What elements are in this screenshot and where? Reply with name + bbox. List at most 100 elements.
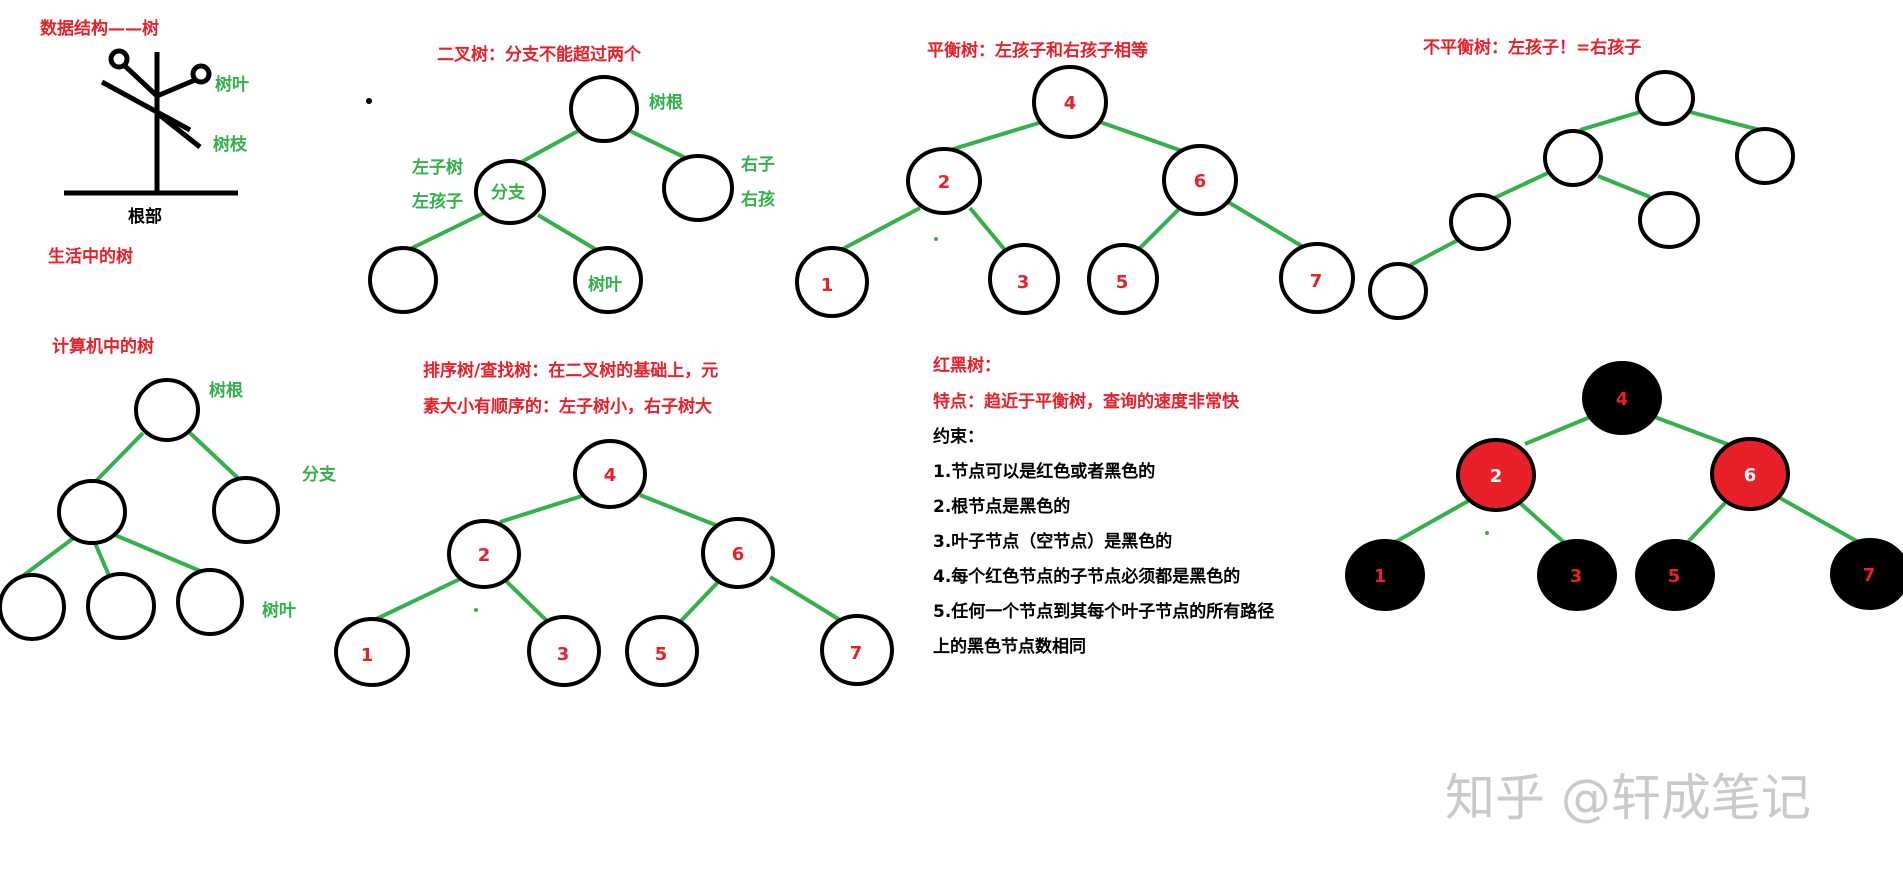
node-label: 5 bbox=[1116, 272, 1129, 293]
node-label: 4 bbox=[604, 465, 617, 486]
edge bbox=[93, 431, 145, 484]
unbalanced-tree-group: 不平衡树：左孩子！=右孩子 bbox=[1368, 37, 1795, 320]
edge bbox=[834, 206, 921, 255]
life-tree-title: 数据结构——树 bbox=[40, 18, 159, 39]
node-label: 2 bbox=[478, 545, 491, 566]
edge bbox=[1518, 501, 1570, 548]
edge bbox=[1579, 110, 1641, 132]
edge bbox=[536, 213, 602, 254]
edge bbox=[18, 535, 77, 580]
tree-node bbox=[57, 479, 127, 545]
tree-node bbox=[1638, 191, 1700, 249]
edge bbox=[114, 533, 206, 575]
edge bbox=[1651, 414, 1736, 449]
life-tree-leaf-label: 树叶 bbox=[215, 75, 249, 95]
red-black-text-group: 红黑树： 特点：趋近于平衡树，查询的速度非常快 约束： 1.节点可以是红色或者黑… bbox=[933, 355, 1274, 657]
node-label: 1 bbox=[821, 275, 834, 296]
life-tree-branch-label: 树枝 bbox=[213, 134, 248, 155]
node-label: 5 bbox=[655, 644, 668, 665]
edge bbox=[949, 120, 1043, 152]
edge bbox=[93, 542, 112, 579]
edge bbox=[1779, 496, 1861, 545]
red-black-rule: 1.节点可以是红色或者黑色的 bbox=[933, 461, 1155, 482]
edge bbox=[515, 128, 581, 167]
tree-node bbox=[988, 243, 1060, 315]
tree-node bbox=[1279, 242, 1355, 314]
life-tree-group: 数据结构——树 树叶 树枝 根部 生活中的树 bbox=[40, 18, 249, 267]
node-label: 4 bbox=[1616, 389, 1629, 410]
tree-node bbox=[1368, 262, 1428, 320]
edge bbox=[968, 206, 1012, 258]
tree-node bbox=[368, 246, 438, 314]
edge bbox=[499, 493, 586, 524]
tree-node bbox=[1087, 243, 1159, 315]
node-label: 2 bbox=[1490, 466, 1503, 487]
tree-node bbox=[1162, 144, 1238, 216]
tree-node bbox=[573, 246, 643, 314]
edge bbox=[627, 128, 691, 162]
tree-node bbox=[795, 246, 869, 318]
life-tree-branch-left bbox=[100, 79, 192, 133]
edge bbox=[369, 577, 461, 624]
tree-node bbox=[1635, 70, 1695, 126]
binary-tree-right-subtree-label: 右子 bbox=[741, 154, 775, 175]
tree-node bbox=[662, 154, 734, 222]
watermark: 知乎 @轩成笔记 bbox=[1445, 769, 1811, 827]
binary-tree-leaf-label: 树叶 bbox=[588, 275, 622, 295]
node-label: 2 bbox=[938, 172, 951, 193]
tree-node bbox=[176, 568, 244, 636]
red-black-rule: 3.叶子节点（空节点）是黑色的 bbox=[933, 531, 1172, 552]
node-label: 7 bbox=[1863, 565, 1876, 586]
edge bbox=[768, 575, 842, 622]
red-black-rule: 4.每个红色节点的子节点必须都是黑色的 bbox=[933, 566, 1240, 587]
node-label: 3 bbox=[557, 644, 570, 665]
tree-node bbox=[527, 615, 601, 687]
tree-node bbox=[573, 439, 647, 509]
edge bbox=[1136, 206, 1182, 252]
tree-node bbox=[1449, 193, 1511, 251]
balanced-tree-title: 平衡树：左孩子和右孩子相等 bbox=[927, 40, 1148, 61]
binary-tree-right-child-label: 右孩 bbox=[741, 189, 775, 210]
tree-node bbox=[212, 476, 280, 544]
balanced-tree-group: 平衡树：左孩子和右孩子相等 4 2 6 1 3 5 7 bbox=[795, 40, 1355, 318]
tree-node bbox=[447, 519, 521, 589]
edge bbox=[1099, 120, 1186, 154]
rb-node-black bbox=[1635, 539, 1715, 611]
node-label: 6 bbox=[1744, 465, 1757, 486]
edge bbox=[1597, 174, 1651, 199]
life-tree-leaf bbox=[190, 63, 212, 85]
node-label: 7 bbox=[1310, 271, 1323, 292]
tree-node bbox=[701, 517, 775, 589]
life-tree-leaf bbox=[108, 48, 130, 70]
stray-dot bbox=[1485, 531, 1489, 535]
red-black-feature: 特点：趋近于平衡树，查询的速度非常快 bbox=[933, 391, 1240, 412]
tree-node bbox=[1032, 65, 1108, 139]
life-tree-drawing bbox=[64, 48, 238, 196]
edge bbox=[678, 578, 722, 624]
tree-node bbox=[820, 614, 894, 686]
unbalanced-tree-title: 不平衡树：左孩子！=右孩子 bbox=[1423, 37, 1641, 58]
binary-tree-left-child-label: 左孩子 bbox=[412, 191, 463, 212]
red-black-rule: 2.根节点是黑色的 bbox=[933, 496, 1070, 517]
red-black-rule: 5.任何一个节点到其每个叶子节点的所有路径 bbox=[933, 601, 1274, 622]
binary-tree-root-label: 树根 bbox=[649, 92, 683, 113]
sort-tree-group: 排序树/查找树：在二叉树的基础上，元 素大小有顺序的：左子树小，右子树大 4 2… bbox=[334, 360, 894, 687]
rb-node-black bbox=[1582, 361, 1662, 435]
computer-tree-title: 计算机中的树 bbox=[52, 336, 154, 357]
life-tree-caption: 生活中的树 bbox=[48, 246, 133, 267]
edge bbox=[1683, 501, 1727, 547]
life-tree-branch-right bbox=[155, 111, 202, 149]
computer-tree-root-label: 树根 bbox=[209, 380, 243, 401]
node-label: 6 bbox=[732, 544, 745, 565]
sort-tree-title-line2: 素大小有顺序的：左子树小，右子树大 bbox=[423, 396, 712, 417]
life-tree-root-label: 根部 bbox=[128, 206, 162, 227]
red-black-rule: 上的黑色节点数相同 bbox=[933, 636, 1086, 657]
node-label: 5 bbox=[1668, 566, 1681, 587]
edge bbox=[1489, 170, 1551, 202]
tree-node bbox=[86, 572, 156, 640]
stray-dot bbox=[474, 608, 478, 612]
node-label: 4 bbox=[1064, 93, 1077, 114]
edge bbox=[1524, 413, 1596, 446]
edge bbox=[407, 208, 491, 252]
